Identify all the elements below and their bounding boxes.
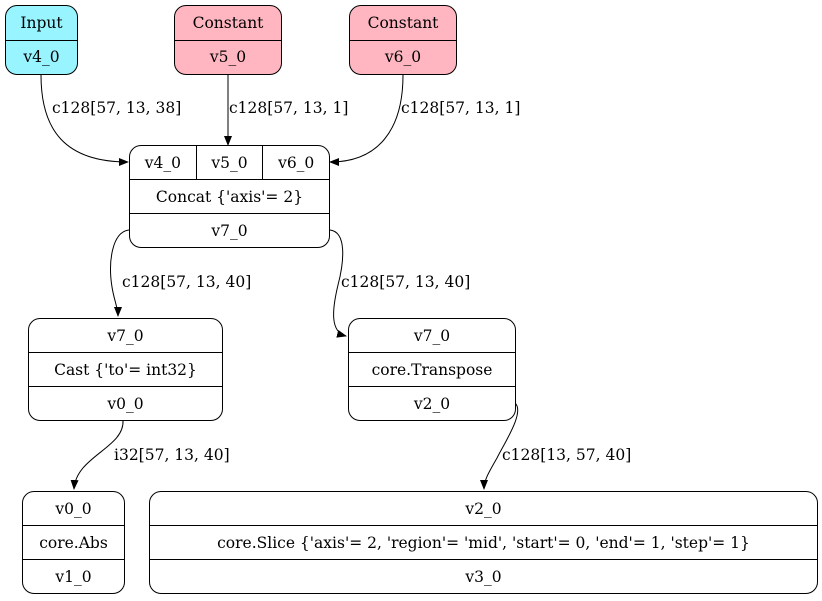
edge-concat-transpose [329,229,347,338]
edge-label-const5-concat: c128[57, 13, 1] [229,99,349,117]
node-cast[interactable]: v7_0 Cast {'to'= int32} v0_0 [28,318,223,421]
node-transpose-output: v2_0 [349,386,515,420]
node-concat-input-v6: v6_0 [262,146,329,179]
node-constant-v6-type: Constant [367,13,439,32]
node-concat-input-v5: v5_0 [195,146,263,179]
node-abs[interactable]: v0_0 core.Abs v1_0 [22,491,125,594]
edge-const6-concat [329,74,404,166]
node-input[interactable]: Input v4_0 [5,5,78,75]
node-slice-op: core.Slice {'axis'= 2, 'region'= 'mid', … [150,525,817,559]
node-slice[interactable]: v2_0 core.Slice {'axis'= 2, 'region'= 'm… [149,491,818,594]
node-constant-v6-name: v6_0 [350,39,456,75]
node-constant-v5[interactable]: Constant v5_0 [174,5,282,75]
edge-input-concat [40,74,129,166]
node-concat-op: Concat {'axis'= 2} [130,179,329,213]
edge-label-concat-transpose: c128[57, 13, 40] [341,273,471,291]
edge-label-const6-concat: c128[57, 13, 1] [401,99,521,117]
node-slice-output: v3_0 [150,559,817,593]
node-abs-op: core.Abs [23,525,124,559]
edge-transpose-slice [480,402,519,490]
node-input-type: Input [20,13,63,32]
node-cast-output: v0_0 [29,386,222,420]
node-transpose-input: v7_0 [413,326,451,345]
edge-concat-cast [110,229,130,317]
node-slice-input: v2_0 [465,499,502,518]
node-cast-op: Cast {'to'= int32} [29,352,222,386]
node-input-name: v4_0 [6,39,77,75]
node-abs-input: v0_0 [55,499,92,518]
node-abs-output: v1_0 [23,559,124,593]
edge-label-concat-cast: c128[57, 13, 40] [122,273,252,291]
node-constant-v5-type: Constant [192,13,264,32]
node-transpose-op: core.Transpose [349,352,515,386]
node-concat-input-v4: v4_0 [144,153,181,172]
edge-label-transpose-slice: c128[13, 57, 40] [502,446,632,464]
node-constant-v5-name: v5_0 [175,39,281,75]
edge-cast-abs [70,419,124,490]
node-concat-output: v7_0 [130,213,329,247]
edge-label-input-concat: c128[57, 13, 38] [52,99,182,117]
node-concat[interactable]: v4_0 v5_0 v6_0 Concat {'axis'= 2} v7_0 [129,145,330,248]
node-constant-v6[interactable]: Constant v6_0 [349,5,457,75]
node-cast-input: v7_0 [107,326,144,345]
node-concat-inputs: v4_0 v5_0 v6_0 [130,146,329,179]
edge-label-cast-abs: i32[57, 13, 40] [114,446,230,464]
node-transpose[interactable]: v7_0 core.Transpose v2_0 [348,318,516,421]
